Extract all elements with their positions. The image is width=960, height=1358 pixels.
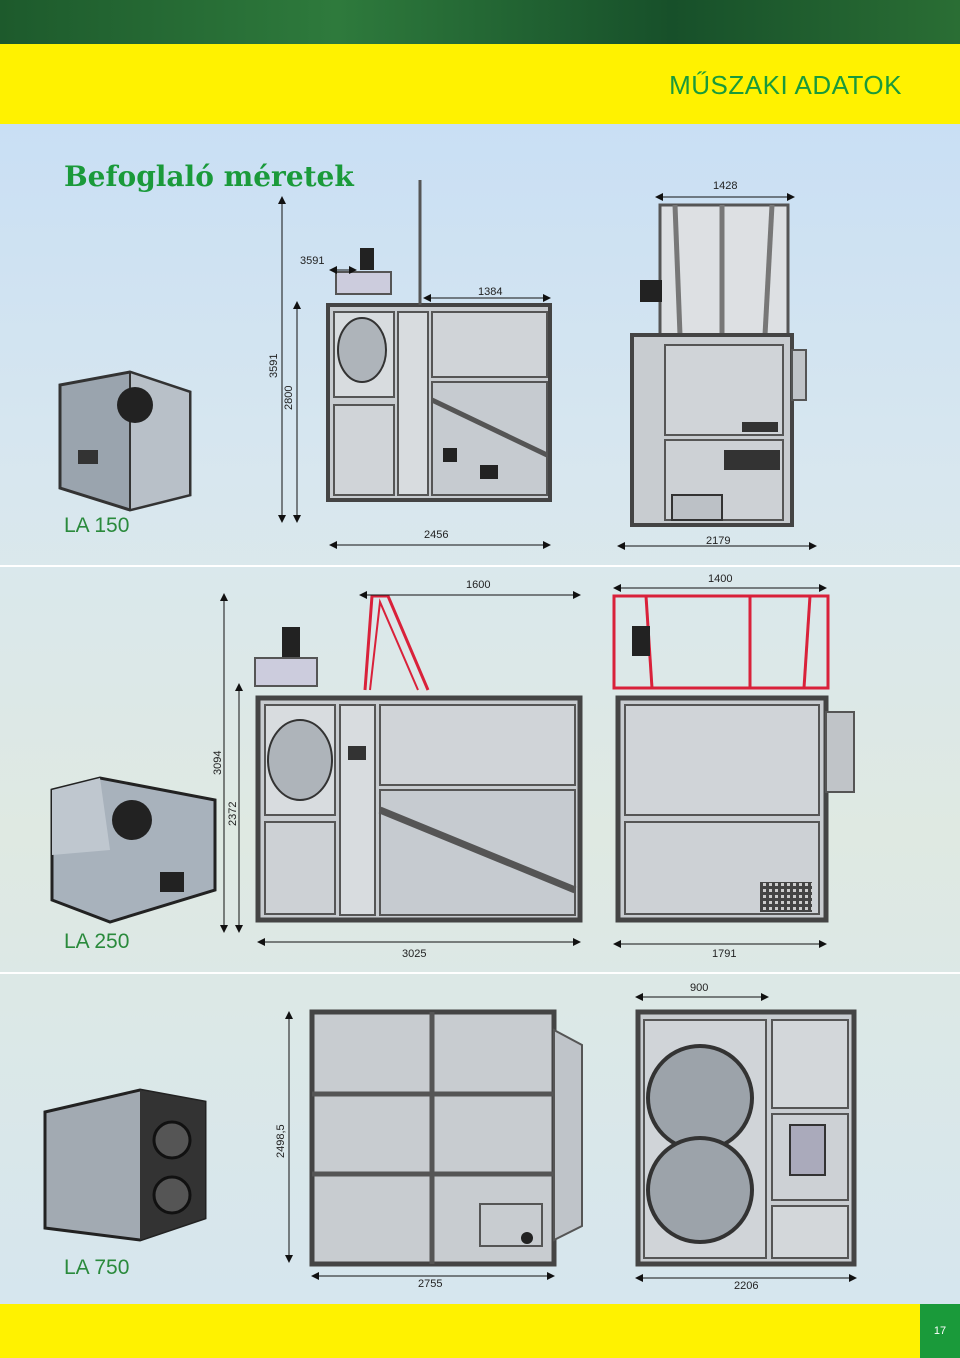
la150-dim-height-inner: 2800 — [283, 385, 295, 410]
la750-dim-height: 2498,5 — [275, 1124, 287, 1158]
la250-dim-top-right: 1400 — [708, 573, 733, 585]
la750-photo — [43, 1088, 207, 1242]
la150-front-view — [630, 203, 807, 527]
la150-dim-bottom-left: 2456 — [424, 529, 449, 541]
la150-side-view — [326, 180, 552, 502]
model-label-la750: LA 750 — [64, 1256, 130, 1279]
la750-dim-bottom-left: 2755 — [418, 1278, 443, 1290]
footer-band — [0, 1304, 960, 1358]
la250-dim-height-outer: 3094 — [212, 750, 224, 775]
la150-photo — [58, 370, 192, 512]
header-band — [0, 44, 960, 124]
model-label-la150: LA 150 — [64, 514, 130, 537]
top-banner — [0, 0, 960, 44]
section-title: Befoglaló méretek — [64, 160, 354, 193]
la150-dim-bottom-right: 2179 — [706, 535, 731, 547]
la150-dim-top-right: 1428 — [713, 180, 738, 192]
la750-dim-bottom-right: 2206 — [734, 1280, 759, 1292]
la250-front-view — [612, 594, 855, 923]
la750-side-view — [309, 1009, 583, 1267]
la250-dim-bottom-left: 3025 — [402, 948, 427, 960]
la150-dim-height-outer: 3591 — [268, 353, 280, 378]
la150-dim-top-left: 3591 — [300, 255, 325, 267]
model-label-la250: LA 250 — [64, 930, 130, 953]
section-divider — [0, 972, 960, 974]
la250-side-view — [254, 594, 583, 923]
la250-photo — [50, 776, 217, 924]
la750-front-view — [635, 1009, 857, 1267]
page-header-title: MŰSZAKI ADATOK — [669, 70, 902, 100]
la250-dim-height-inner: 2372 — [227, 801, 239, 826]
la750-dim-top-right: 900 — [690, 982, 709, 994]
page-number: 17 — [920, 1304, 960, 1358]
section-divider — [0, 565, 960, 567]
la150-dim-top-mid: 1384 — [478, 286, 503, 298]
la250-dim-bottom-right: 1791 — [712, 948, 737, 960]
la250-dim-top-left: 1600 — [466, 579, 491, 591]
